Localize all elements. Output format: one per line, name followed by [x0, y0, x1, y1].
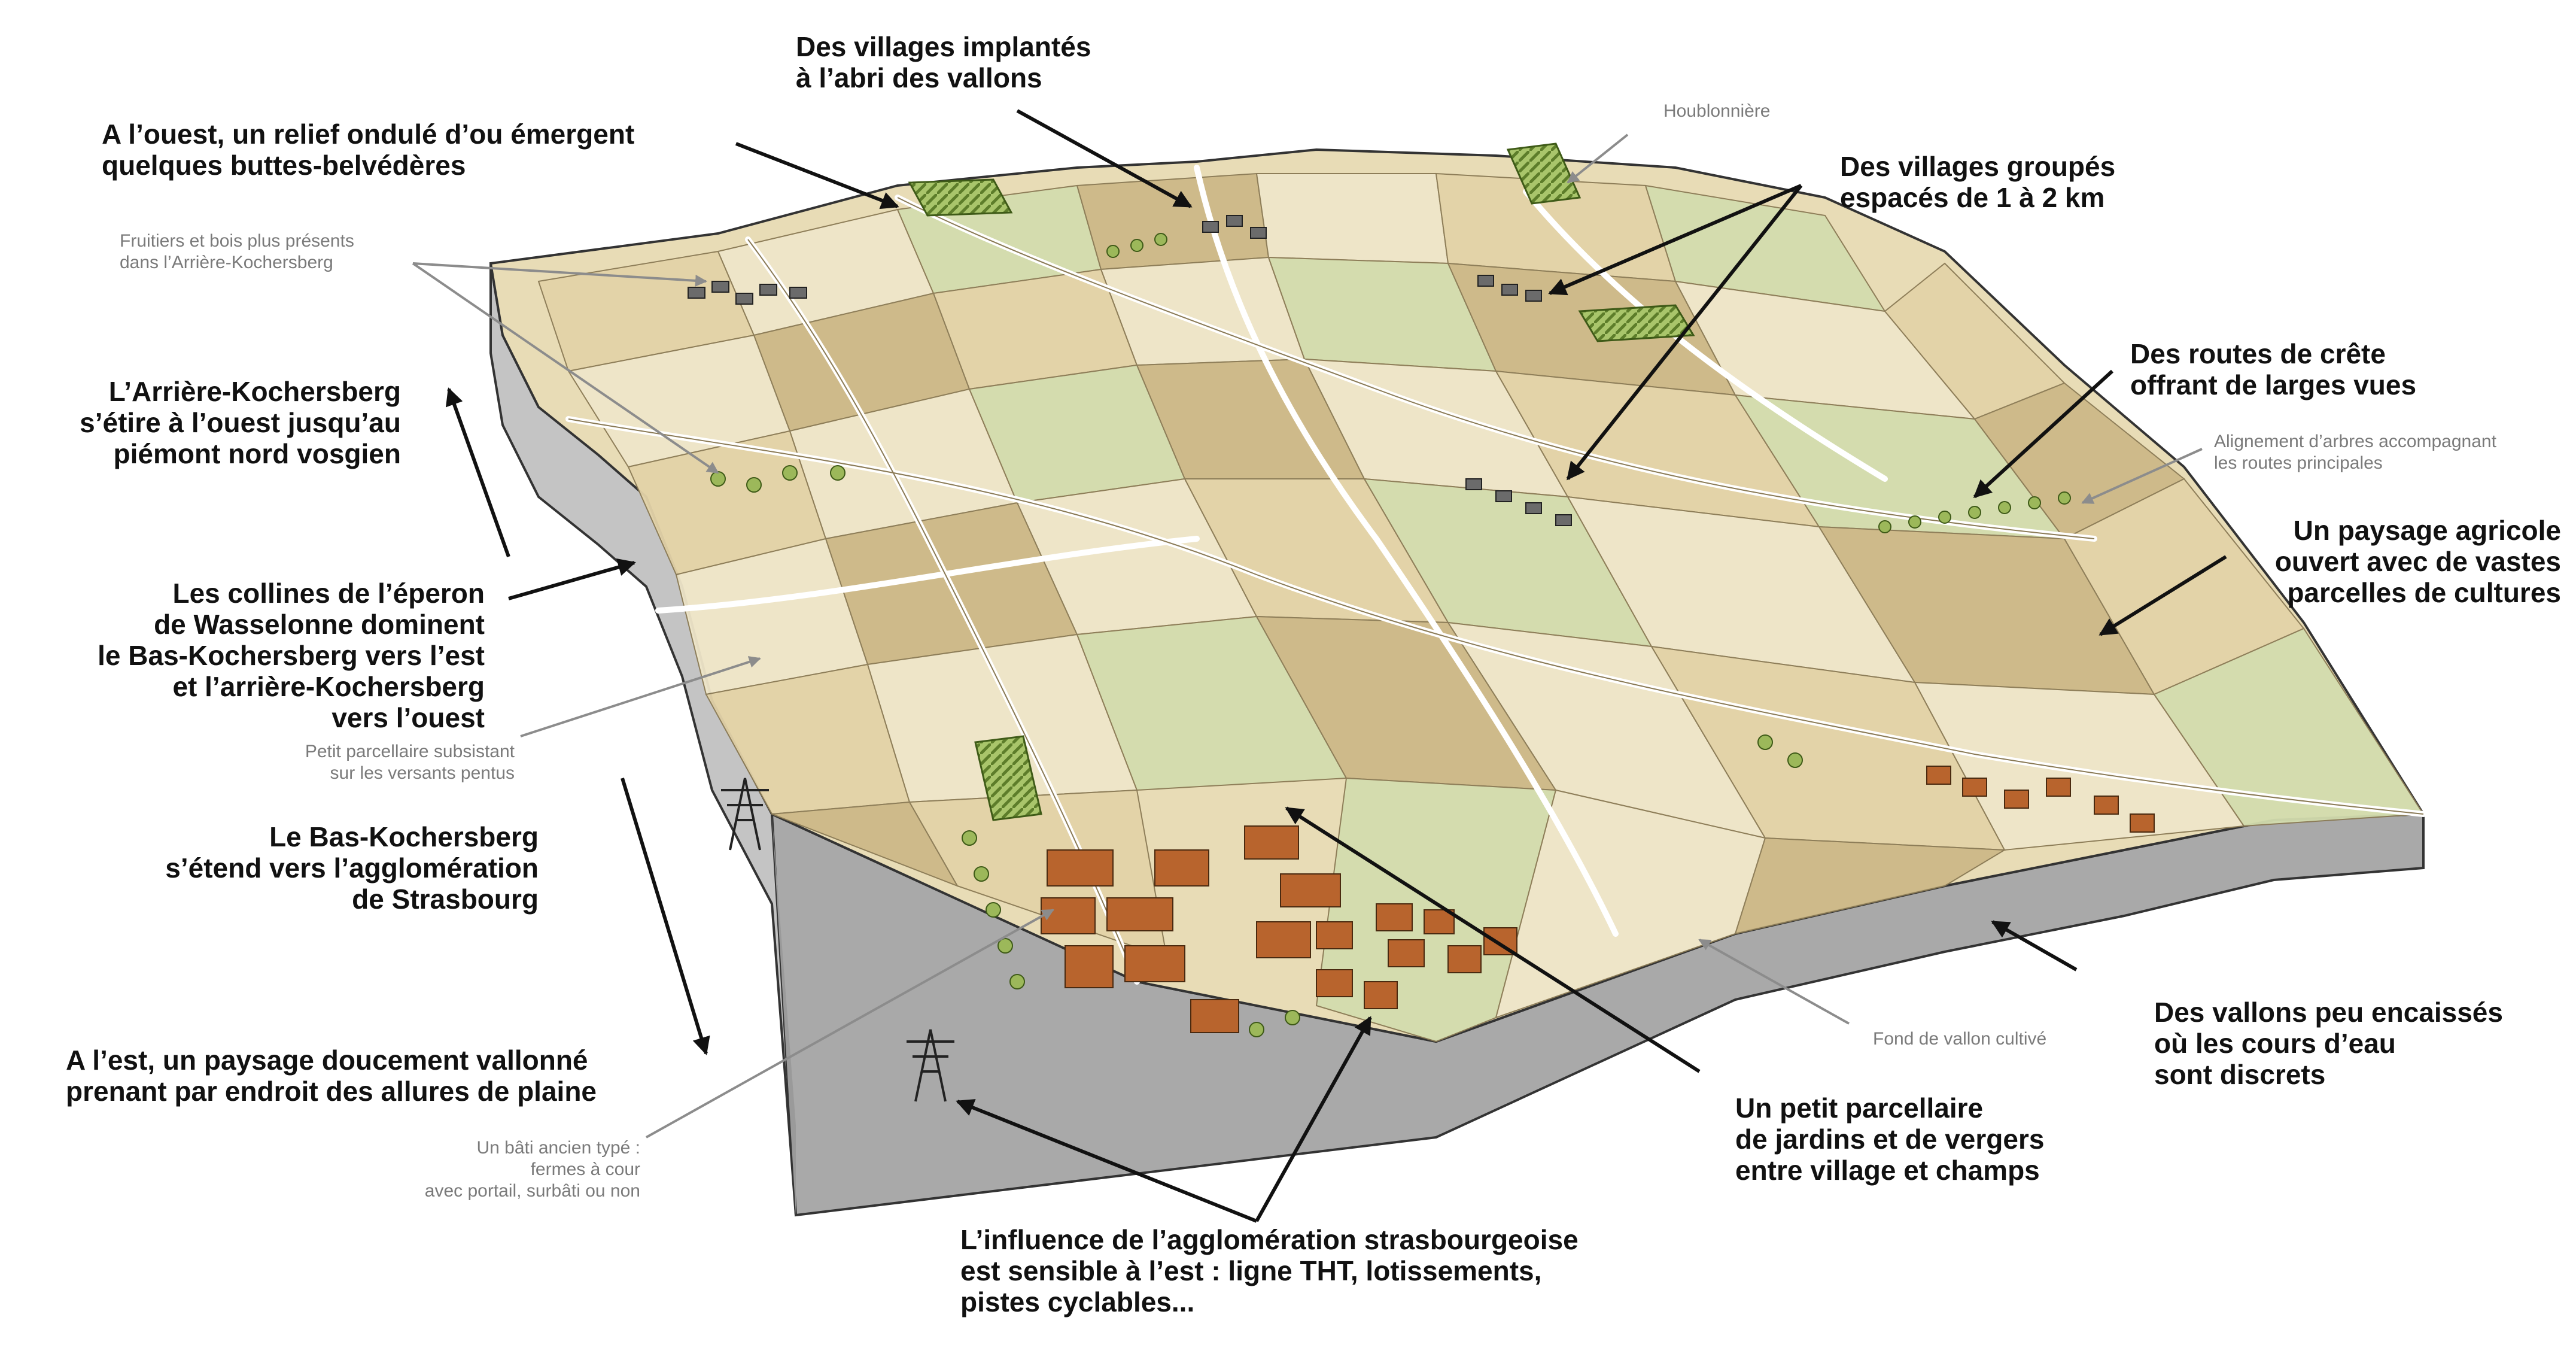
label-wasselonne-hills: Les collines de l’éperon de Wasselonne d…	[98, 578, 485, 733]
label-east-landscape: A l’est, un paysage doucement vallonné p…	[66, 1045, 597, 1107]
label-sheltered-villages: Des villages implantés à l’abri des vall…	[796, 31, 1091, 93]
sublabel-old-buildings: Un bâti ancien typé : fermes à cour avec…	[424, 1138, 640, 1201]
label-grouped-villages: Des villages groupés espacés de 1 à 2 km	[1840, 151, 2116, 213]
sublabel-tree-alignment: Alignement d’arbres accompagnant les rou…	[2214, 432, 2496, 473]
sublabel-small-plots: Petit parcellaire subsistant sur les ver…	[305, 742, 515, 783]
pylon-icon	[721, 778, 954, 1102]
label-arriere-kochersberg: L’Arrière-Kochersberg s’étire à l’ouest …	[80, 376, 401, 469]
callout-arrows	[445, 109, 2227, 1223]
label-west-relief: A l’ouest, un relief ondulé d’ou émergen…	[102, 119, 635, 181]
sublabel-orchards-woods: Fruitiers et bois plus présents dans l’A…	[120, 231, 354, 272]
label-discrete-streams: Des vallons peu encaissés où les cours d…	[2154, 997, 2503, 1090]
sublabel-hop-field: Houblonnière	[1663, 101, 1771, 121]
label-bas-kochersberg: Le Bas-Kochersberg s’étend vers l’agglom…	[165, 821, 539, 915]
label-strasbourg-influence: L’influence de l’agglomération strasbour…	[960, 1224, 1579, 1317]
village-houses-grey	[688, 215, 1572, 526]
label-open-landscape: Un paysage agricole ouvert avec de vaste…	[2274, 515, 2561, 608]
leader-lines	[412, 133, 2203, 1139]
tree-icon	[710, 233, 2071, 1037]
sublabel-valley-floor: Fond de vallon cultivé	[1873, 1029, 2047, 1049]
label-ridge-roads: Des routes de crête offrant de larges vu…	[2130, 338, 2417, 400]
hop-field-icon	[908, 142, 1695, 821]
label-gardens-orchards: Un petit parcellaire de jardins et de ve…	[1735, 1092, 2045, 1186]
